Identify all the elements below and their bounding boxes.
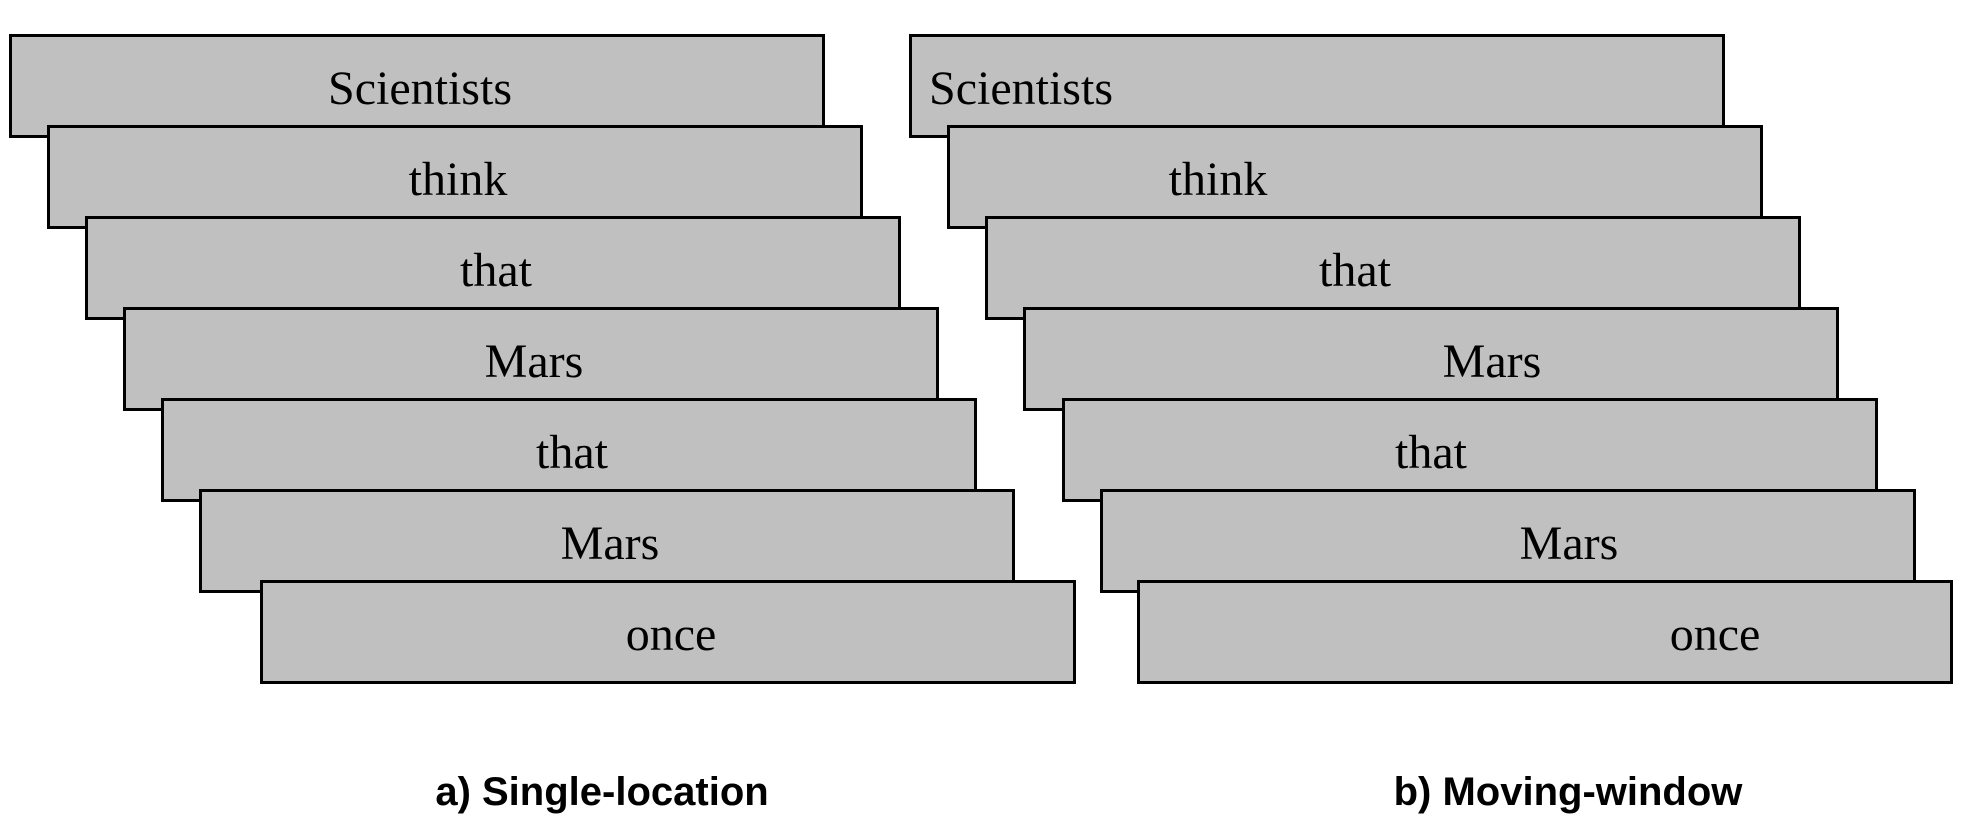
frame-word: think [1168,153,1268,206]
frame-word: Scientists [327,62,513,115]
frame-2: think [947,125,1763,229]
caption-single-location: a) Single-location [435,770,769,814]
frame-word: that [460,244,532,297]
frame-word: once [625,608,717,661]
frame-word: think [408,153,508,206]
frame-word: Mars [484,335,584,388]
frame-4: Mars [1023,307,1839,411]
frame-3: that [985,216,1801,320]
frame-6: Mars [1100,489,1916,593]
frame-3: that [85,216,901,320]
frame-word: once [1669,608,1761,661]
frame-word: Mars [560,517,660,570]
frame-word: Scientists [928,62,1114,115]
frame-6: Mars [199,489,1015,593]
frame-1: Scientists [9,34,825,138]
frame-5: that [1062,398,1878,502]
frame-word: that [1319,244,1391,297]
frame-7: once [260,580,1076,684]
frame-7: once [1137,580,1953,684]
frame-word: that [536,426,608,479]
frame-word: that [1395,426,1467,479]
caption-moving-window: b) Moving-window [1393,770,1743,814]
frame-1: Scientists [909,34,1725,138]
frame-word: Mars [1519,517,1619,570]
frame-5: that [161,398,977,502]
frame-word: Mars [1442,335,1542,388]
frame-2: think [47,125,863,229]
frame-4: Mars [123,307,939,411]
